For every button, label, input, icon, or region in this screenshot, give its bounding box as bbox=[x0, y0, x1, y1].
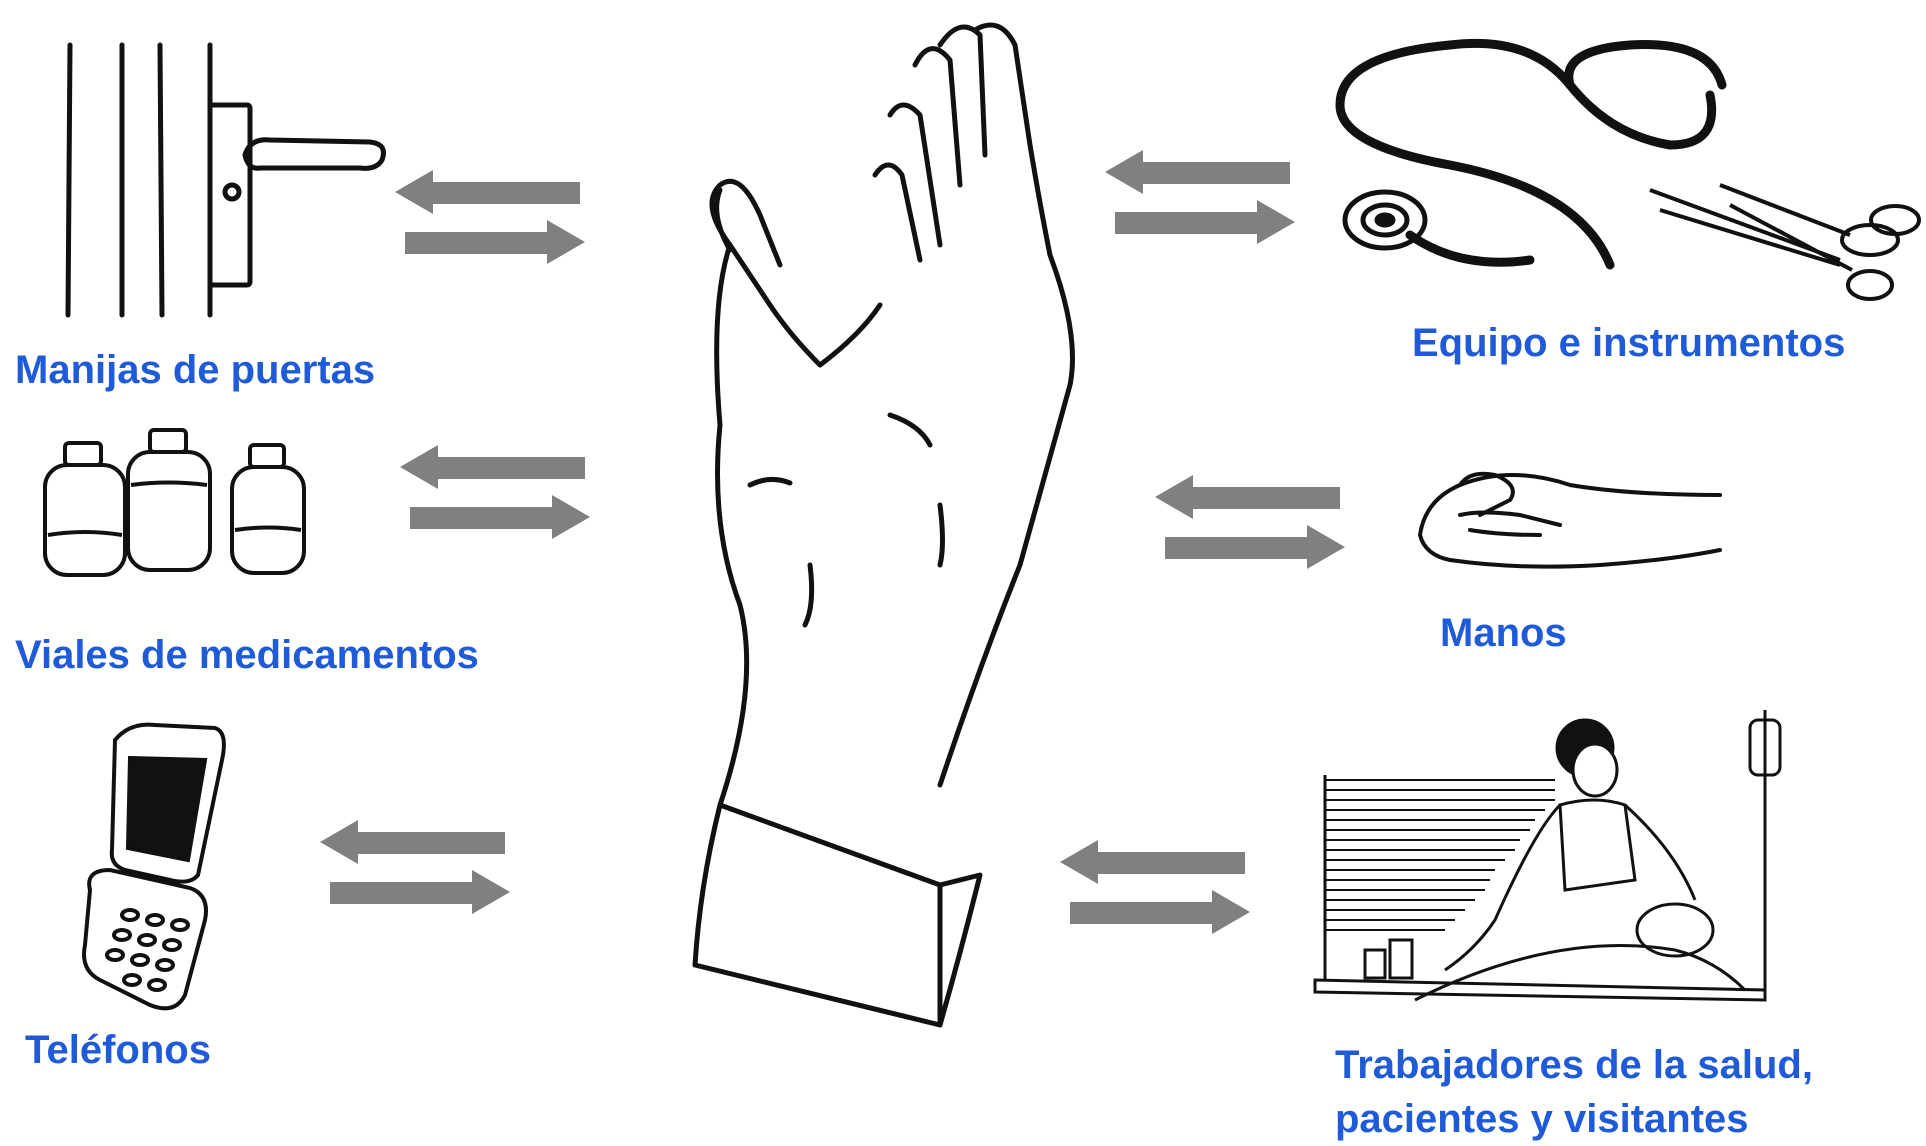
door-handle-icon bbox=[50, 40, 400, 330]
label-people-line1: Trabajadores de la salud, bbox=[1335, 1040, 1813, 1090]
label-door-handles: Manijas de puertas bbox=[15, 345, 375, 395]
arrows-phones bbox=[320, 820, 510, 940]
arrows-people bbox=[1060, 840, 1250, 960]
hand-icon bbox=[1400, 455, 1730, 585]
arrows-hands bbox=[1155, 475, 1345, 595]
scissors-icon bbox=[1640, 180, 1926, 310]
arrows-door-handles bbox=[395, 170, 585, 290]
label-phones: Teléfonos bbox=[25, 1025, 211, 1075]
arrows-vials bbox=[400, 445, 590, 565]
arrows-equipment bbox=[1105, 150, 1295, 270]
label-vials: Viales de medicamentos bbox=[15, 630, 479, 680]
label-people-line2: pacientes y visitantes bbox=[1335, 1094, 1749, 1144]
medicine-vials-icon bbox=[40, 425, 340, 585]
nurse-patient-icon bbox=[1295, 700, 1815, 1030]
label-equipment: Equipo e instrumentos bbox=[1412, 318, 1845, 368]
flip-phone-icon bbox=[70, 720, 240, 1020]
label-hands: Manos bbox=[1440, 608, 1567, 658]
